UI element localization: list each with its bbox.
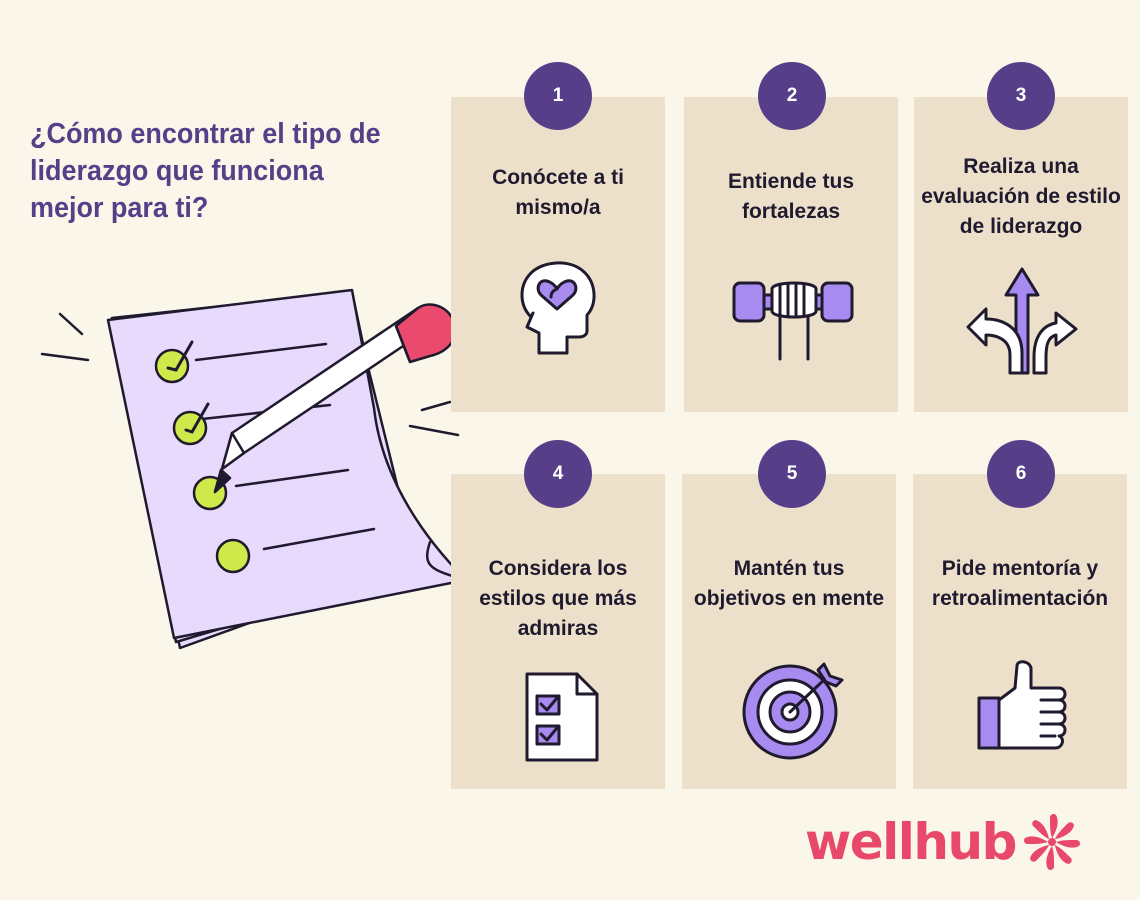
step-card-2: Entiende tus fortalezas <box>684 97 898 412</box>
page-title: ¿Cómo encontrar el tipo de liderazgo que… <box>30 118 381 224</box>
step-text: Considera los estilos que más admiras <box>479 557 637 640</box>
step-card-1: Conócete a ti mismo/a <box>451 97 665 412</box>
thumbs-up-icon <box>977 660 1067 750</box>
checklist-pencil-illustration <box>40 288 468 650</box>
pencil-icon <box>213 303 457 494</box>
step-text: Mantén tus objetivos en mente <box>693 557 885 610</box>
step-card-4: Considera los estilos que más admiras <box>451 474 665 789</box>
step-text: Pide mentoría y retroalimentación <box>931 557 1109 610</box>
checkbox-circles <box>154 348 251 574</box>
wellhub-swirl-icon <box>1023 814 1080 870</box>
step-text: Entiende tus fortalezas <box>727 170 854 223</box>
step-text: Realiza una evaluación de estilo de lide… <box>921 155 1121 238</box>
wellhub-logo: wellhub <box>805 812 1082 872</box>
head-heart-icon <box>520 261 596 355</box>
step-number-badge-3: 3 <box>987 62 1055 130</box>
checklist-document-icon <box>525 672 599 762</box>
step-number-badge-6: 6 <box>987 440 1055 508</box>
step-card-5: Mantén tus objetivos en mente <box>682 474 896 789</box>
step-card-6: Pide mentoría y retroalimentación <box>913 474 1127 789</box>
dumbbell-fist-icon <box>732 281 854 361</box>
step-number-badge-1: 1 <box>524 62 592 130</box>
step-number-badge-4: 4 <box>524 440 592 508</box>
step-number-badge-2: 2 <box>758 62 826 130</box>
step-card-3: Realiza una evaluación de estilo de lide… <box>914 97 1128 412</box>
step-number-badge-5: 5 <box>758 440 826 508</box>
logo-text: wellhub <box>805 813 1017 871</box>
target-arrow-icon <box>742 662 844 760</box>
step-text: Conócete a ti mismo/a <box>492 166 624 219</box>
direction-arrows-icon <box>966 267 1078 375</box>
